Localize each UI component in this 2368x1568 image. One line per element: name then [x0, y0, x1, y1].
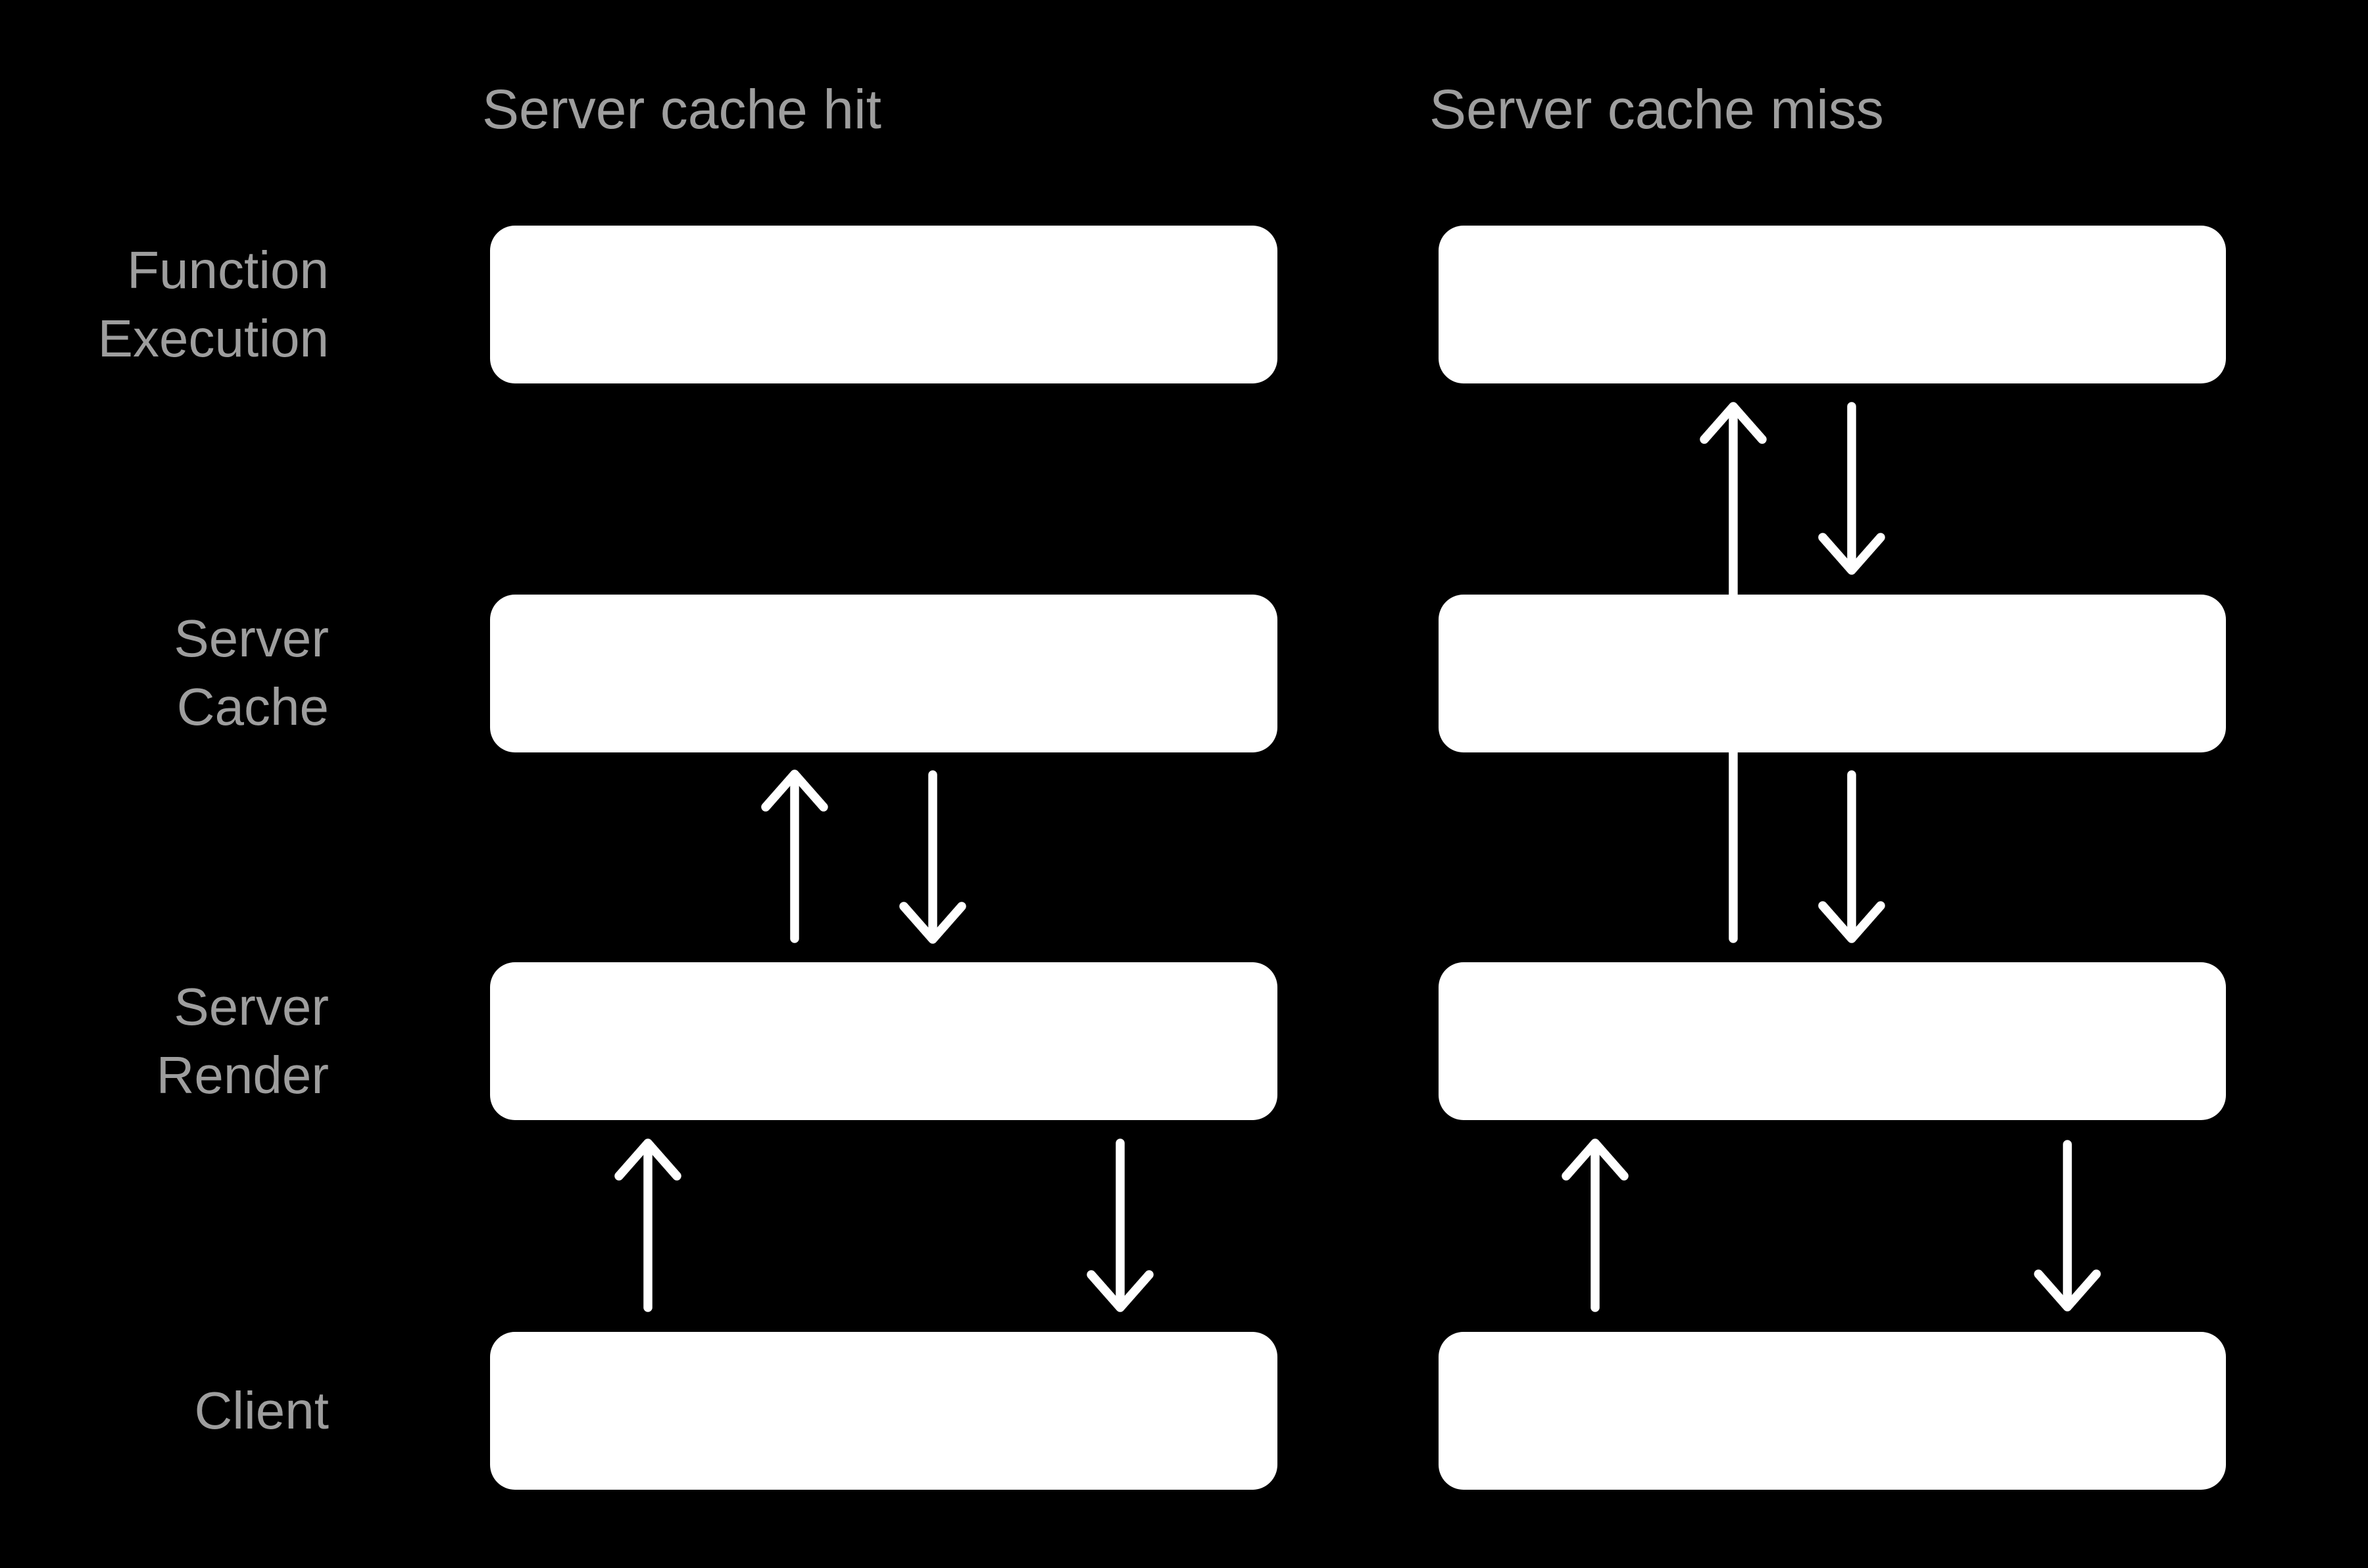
arrow-hit-render-to-cache-up: [761, 770, 828, 943]
row-label-line: Function: [127, 241, 329, 299]
arrow-miss-client-to-render-up: [1562, 1139, 1629, 1312]
box-miss-function-execution: [1439, 226, 2226, 383]
box-hit-server-cache: [490, 595, 1277, 752]
box-miss-server-render: [1439, 962, 2226, 1120]
row-label-line: Server: [174, 977, 329, 1036]
row-label-server-render: Server Render: [0, 973, 329, 1110]
box-miss-client: [1439, 1332, 2226, 1490]
arrow-hit-render-to-client-down: [1087, 1139, 1154, 1312]
row-label-line: Server: [174, 609, 329, 668]
arrow-miss-render-to-client-down: [2034, 1140, 2101, 1311]
arrow-miss-cache-to-render-down: [1818, 770, 1885, 943]
column-header-server-cache-hit: Server cache hit: [482, 78, 881, 140]
row-label-line: Render: [156, 1046, 329, 1104]
row-label-line: Execution: [97, 309, 329, 368]
box-miss-server-cache: [1439, 595, 2226, 752]
row-label-function-execution: Function Execution: [0, 236, 329, 373]
box-hit-function-execution: [490, 226, 1277, 383]
row-label-line: Cache: [176, 677, 329, 736]
arrow-hit-cache-to-render-down: [899, 770, 966, 944]
column-header-server-cache-miss: Server cache miss: [1429, 78, 1884, 140]
row-label-server-cache: Server Cache: [0, 604, 329, 741]
box-hit-client: [490, 1332, 1277, 1490]
arrow-miss-function-to-cache-down: [1818, 402, 1885, 575]
row-label-client: Client: [0, 1377, 329, 1445]
arrow-hit-client-to-render-up: [614, 1139, 681, 1312]
row-label-line: Client: [194, 1381, 329, 1440]
box-hit-server-render: [490, 962, 1277, 1120]
